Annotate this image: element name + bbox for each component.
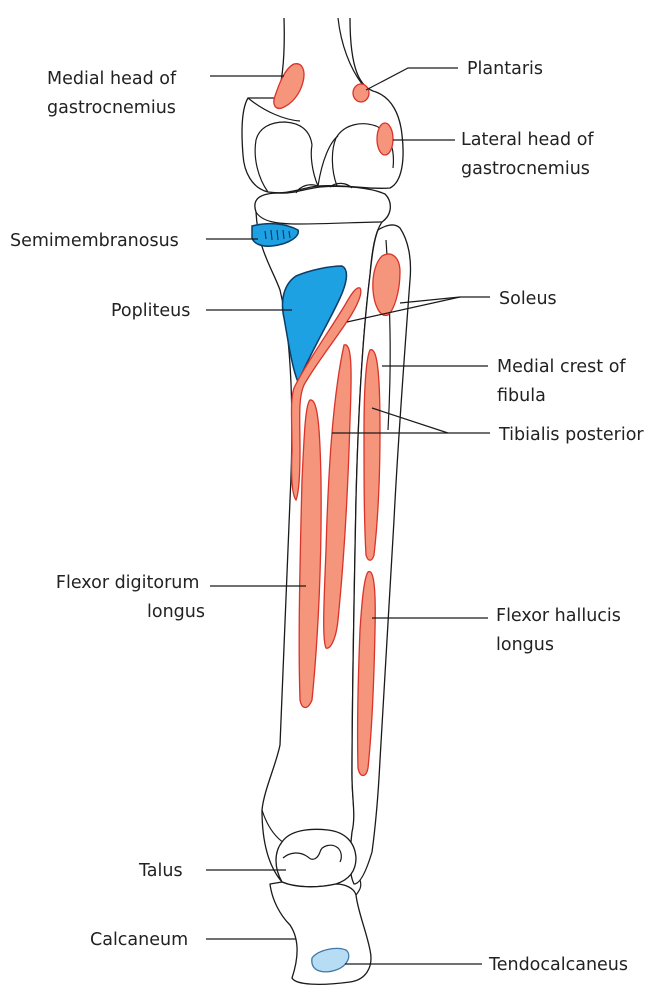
label-lateral-head-gastrocnemius: Lateral head of gastrocnemius bbox=[461, 130, 599, 179]
talus bbox=[276, 829, 356, 886]
label-medial-crest-fibula: Medial crest of fibula bbox=[497, 357, 631, 406]
label-popliteus: Popliteus bbox=[111, 301, 190, 321]
label-flexor-digitorum-longus: Flexor digitorum longus bbox=[56, 573, 205, 622]
label-plantaris: Plantaris bbox=[467, 59, 543, 79]
label-calcaneum: Calcaneum bbox=[90, 930, 188, 950]
label-tendocalcaneus: Tendocalcaneus bbox=[488, 955, 628, 975]
label-talus: Talus bbox=[138, 861, 183, 881]
lateral-head-gastrocnemius-attachment bbox=[377, 123, 393, 155]
label-tibialis-posterior: Tibialis posterior bbox=[498, 425, 644, 445]
label-medial-head-gastrocnemius: Medial head of gastrocnemius bbox=[47, 69, 182, 118]
plantaris-attachment bbox=[353, 84, 369, 102]
label-flexor-hallucis-longus: Flexor hallucis longus bbox=[496, 606, 626, 655]
label-soleus: Soleus bbox=[499, 289, 557, 309]
label-semimembranosus: Semimembranosus bbox=[10, 231, 179, 251]
femur bbox=[242, 18, 403, 193]
